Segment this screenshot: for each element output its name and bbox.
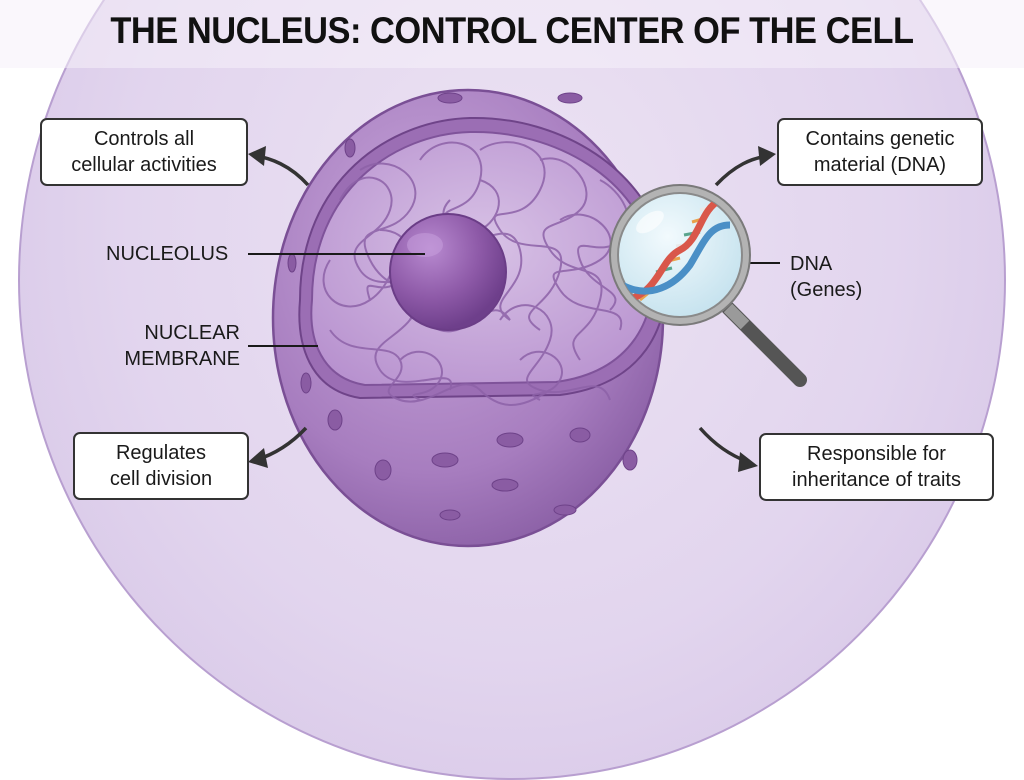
dna-helix	[620, 196, 731, 304]
callout-line: cellular activities	[71, 154, 217, 176]
callout-genetic-material: Contains genetic material (DNA)	[777, 118, 983, 186]
nucleolus-label: NUCLEOLUS	[106, 243, 229, 265]
callout-line: Contains genetic	[805, 128, 955, 150]
dna-label: DNA (Genes)	[790, 251, 862, 303]
magnifying-glass	[609, 184, 807, 387]
dna-label-line1: DNA	[790, 253, 833, 275]
dna-label-line2: (Genes)	[790, 279, 863, 301]
callout-line: Regulates	[115, 442, 207, 464]
nuclear-membrane-label: NUCLEAR MEMBRANE	[104, 320, 240, 372]
nucleus-sphere	[271, 88, 668, 548]
nuclear-membrane-label-line2: MEMBRANE	[124, 348, 240, 370]
nucleolus	[389, 213, 507, 331]
callout-inheritance: Responsible for inheritance of traits	[759, 433, 994, 501]
title-band	[0, 0, 1024, 68]
callout-controls-activities: Controls all cellular activities	[40, 118, 248, 186]
nucleus-illustration	[248, 88, 807, 548]
callout-line: Controls all	[93, 128, 195, 150]
callout-line: Responsible for	[807, 443, 946, 465]
nuclear-membrane-label-line1: NUCLEAR	[144, 322, 240, 344]
callout-line: material (DNA)	[813, 154, 947, 176]
callout-line: inheritance of traits	[792, 469, 961, 491]
callout-line: cell division	[109, 468, 213, 490]
page-title: THE NUCLEUS: CONTROL CENTER OF THE CELL	[110, 10, 914, 51]
callout-cell-division: Regulates cell division	[73, 432, 249, 500]
